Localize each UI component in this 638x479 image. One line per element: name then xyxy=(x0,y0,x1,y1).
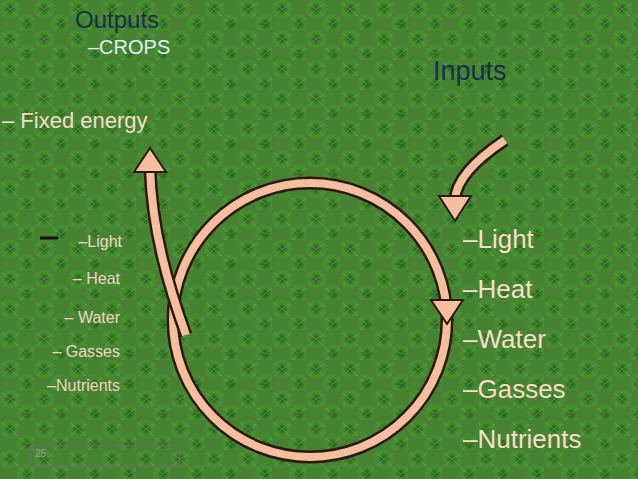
input-item: –Heat xyxy=(463,275,532,305)
cycle-outline xyxy=(173,183,447,457)
cycle-arrows xyxy=(150,140,505,457)
output-item: – Water xyxy=(65,309,120,327)
output-item: – Fixed energy xyxy=(2,108,148,133)
input-item: –Water xyxy=(463,325,546,355)
slide-number: 25 xyxy=(35,448,175,459)
output-item: –Light xyxy=(78,233,122,251)
input-arrowhead xyxy=(439,196,471,221)
slide-number-box: 25 xyxy=(30,445,180,468)
input-item: –Nutrients xyxy=(463,425,582,455)
inputs-heading: Inputs xyxy=(433,56,507,87)
output-arrow-outline xyxy=(150,168,186,335)
cycle-arrowhead xyxy=(431,300,463,324)
output-arrow xyxy=(150,168,186,335)
input-item: –Gasses xyxy=(463,375,566,405)
output-item: –CROPS xyxy=(88,36,170,59)
output-item: – Gasses xyxy=(52,343,120,361)
input-arrow-outline xyxy=(455,140,505,200)
outputs-heading: Outputs xyxy=(75,6,159,34)
dash-mark xyxy=(40,237,58,240)
output-item: –Nutrients xyxy=(47,377,120,395)
cycle-circle xyxy=(173,183,447,457)
output-arrowhead xyxy=(134,148,166,172)
input-arrow xyxy=(455,140,505,200)
input-item: –Light xyxy=(463,225,534,255)
output-item: – Heat xyxy=(73,270,120,288)
